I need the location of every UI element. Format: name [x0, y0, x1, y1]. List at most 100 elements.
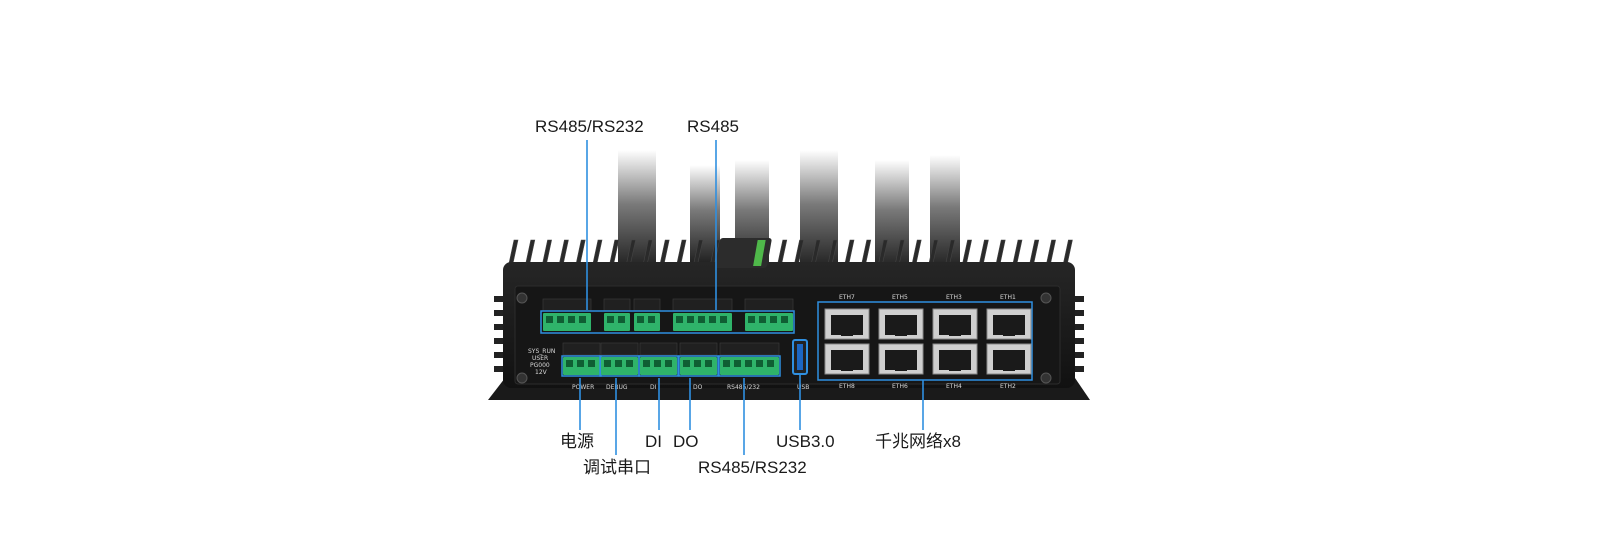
terminal-frame: [718, 355, 781, 377]
ethernet-latch: [841, 331, 853, 336]
terminal-header: [639, 342, 678, 356]
ethernet-latch: [1003, 366, 1015, 371]
eth-label: ETH2: [1000, 383, 1016, 390]
side-fin-right: [1072, 366, 1084, 372]
ethernet-latch: [949, 331, 961, 336]
terminal-blocks: [540, 298, 795, 377]
terminal-screw: [767, 360, 774, 367]
terminal-screw: [588, 360, 595, 367]
terminal-screw: [698, 316, 705, 323]
callout-do: DO: [673, 432, 699, 451]
callout-rs485-top: RS485: [687, 117, 739, 136]
side-fin-left: [494, 366, 506, 372]
ethernet-socket: [885, 350, 917, 370]
terminal-screw: [665, 360, 672, 367]
terminal-screw: [637, 316, 644, 323]
usb-silk: USB: [797, 384, 809, 391]
side-fin-left: [494, 324, 506, 330]
ethernet-group-frame: [817, 301, 1033, 381]
terminal-screw: [748, 316, 755, 323]
eth-label: ETH6: [892, 383, 908, 390]
terminal-screw: [615, 360, 622, 367]
ethernet-latch: [1003, 331, 1015, 336]
side-fin-left: [494, 296, 506, 302]
callout-di: DI: [645, 432, 662, 451]
ethernet-socket: [939, 315, 971, 335]
do-silk: DO: [693, 384, 703, 391]
terminal-screw: [770, 316, 777, 323]
terminal-screw: [734, 360, 741, 367]
ethernet-latch: [895, 366, 907, 371]
terminal-screw: [579, 316, 586, 323]
side-fin-right: [1072, 324, 1084, 330]
eth-label: ETH8: [839, 383, 855, 390]
terminal-screw: [577, 360, 584, 367]
badge-stripe: [753, 240, 766, 266]
terminal-screw: [745, 360, 752, 367]
ethernet-socket: [993, 350, 1025, 370]
terminal-screw: [546, 316, 553, 323]
terminal-header: [600, 342, 639, 356]
terminal-screw: [759, 316, 766, 323]
terminal-frame: [678, 355, 719, 377]
led-label: USER: [532, 355, 548, 362]
eth-label: ETH1: [1000, 294, 1016, 301]
terminal-header: [744, 298, 794, 312]
terminal-screw: [648, 316, 655, 323]
terminal-header: [672, 298, 733, 312]
side-fin-right: [1072, 296, 1084, 302]
side-fin-right: [1072, 338, 1084, 344]
ethernet-latch: [841, 366, 853, 371]
eth-labels: ETH7 ETH5 ETH3 ETH1 ETH8 ETH6 ETH4 ETH2: [839, 294, 1016, 390]
terminal-header: [633, 298, 661, 312]
side-fin-left: [494, 310, 506, 316]
terminal-screw: [643, 360, 650, 367]
callout-usb: USB3.0: [776, 432, 835, 451]
callout-rs485-rs232-top: RS485/RS232: [535, 117, 644, 136]
terminal-screw: [618, 316, 625, 323]
terminal-header: [542, 298, 592, 312]
led-label: SYS_RUN: [528, 348, 555, 355]
ethernet-socket: [993, 315, 1025, 335]
antennas: [618, 150, 960, 270]
di-silk: DI: [650, 384, 657, 391]
terminal-screw: [568, 316, 575, 323]
terminal-screw: [756, 360, 763, 367]
terminal-screw: [709, 316, 716, 323]
top-terminal-frame: [540, 310, 795, 334]
callout-ethernet: 千兆网络x8: [875, 432, 961, 451]
ethernet-latch: [949, 366, 961, 371]
usb-tongue: [797, 344, 803, 370]
callout-debug-serial: 调试串口: [583, 458, 651, 477]
terminal-screw: [604, 360, 611, 367]
eth-label: ETH3: [946, 294, 962, 301]
terminal-screw: [720, 316, 727, 323]
side-fin-left: [494, 338, 506, 344]
side-fin-left: [494, 352, 506, 358]
eth-label: ETH4: [946, 383, 962, 390]
terminal-screw: [694, 360, 701, 367]
side-fins: [494, 296, 1084, 372]
terminal-header: [719, 342, 780, 356]
side-fin-right: [1072, 352, 1084, 358]
terminal-screw: [723, 360, 730, 367]
ethernet-latch: [895, 331, 907, 336]
eth-label: ETH7: [839, 294, 855, 301]
ethernet-ports: [824, 308, 1032, 375]
terminal-header: [679, 342, 718, 356]
ethernet-socket: [831, 350, 863, 370]
terminal-screw: [705, 360, 712, 367]
terminal-screw: [557, 316, 564, 323]
ethernet-socket: [885, 315, 917, 335]
terminal-screw: [781, 316, 788, 323]
ethernet-socket: [831, 315, 863, 335]
eth-label: ETH5: [892, 294, 908, 301]
screws: [516, 292, 1052, 384]
led-labels: SYS_RUN USER PG000 12V: [528, 348, 555, 376]
side-fin-right: [1072, 310, 1084, 316]
terminal-screw: [676, 316, 683, 323]
callout-lines: [579, 140, 924, 455]
terminal-header: [562, 342, 601, 356]
terminal-header: [603, 298, 631, 312]
